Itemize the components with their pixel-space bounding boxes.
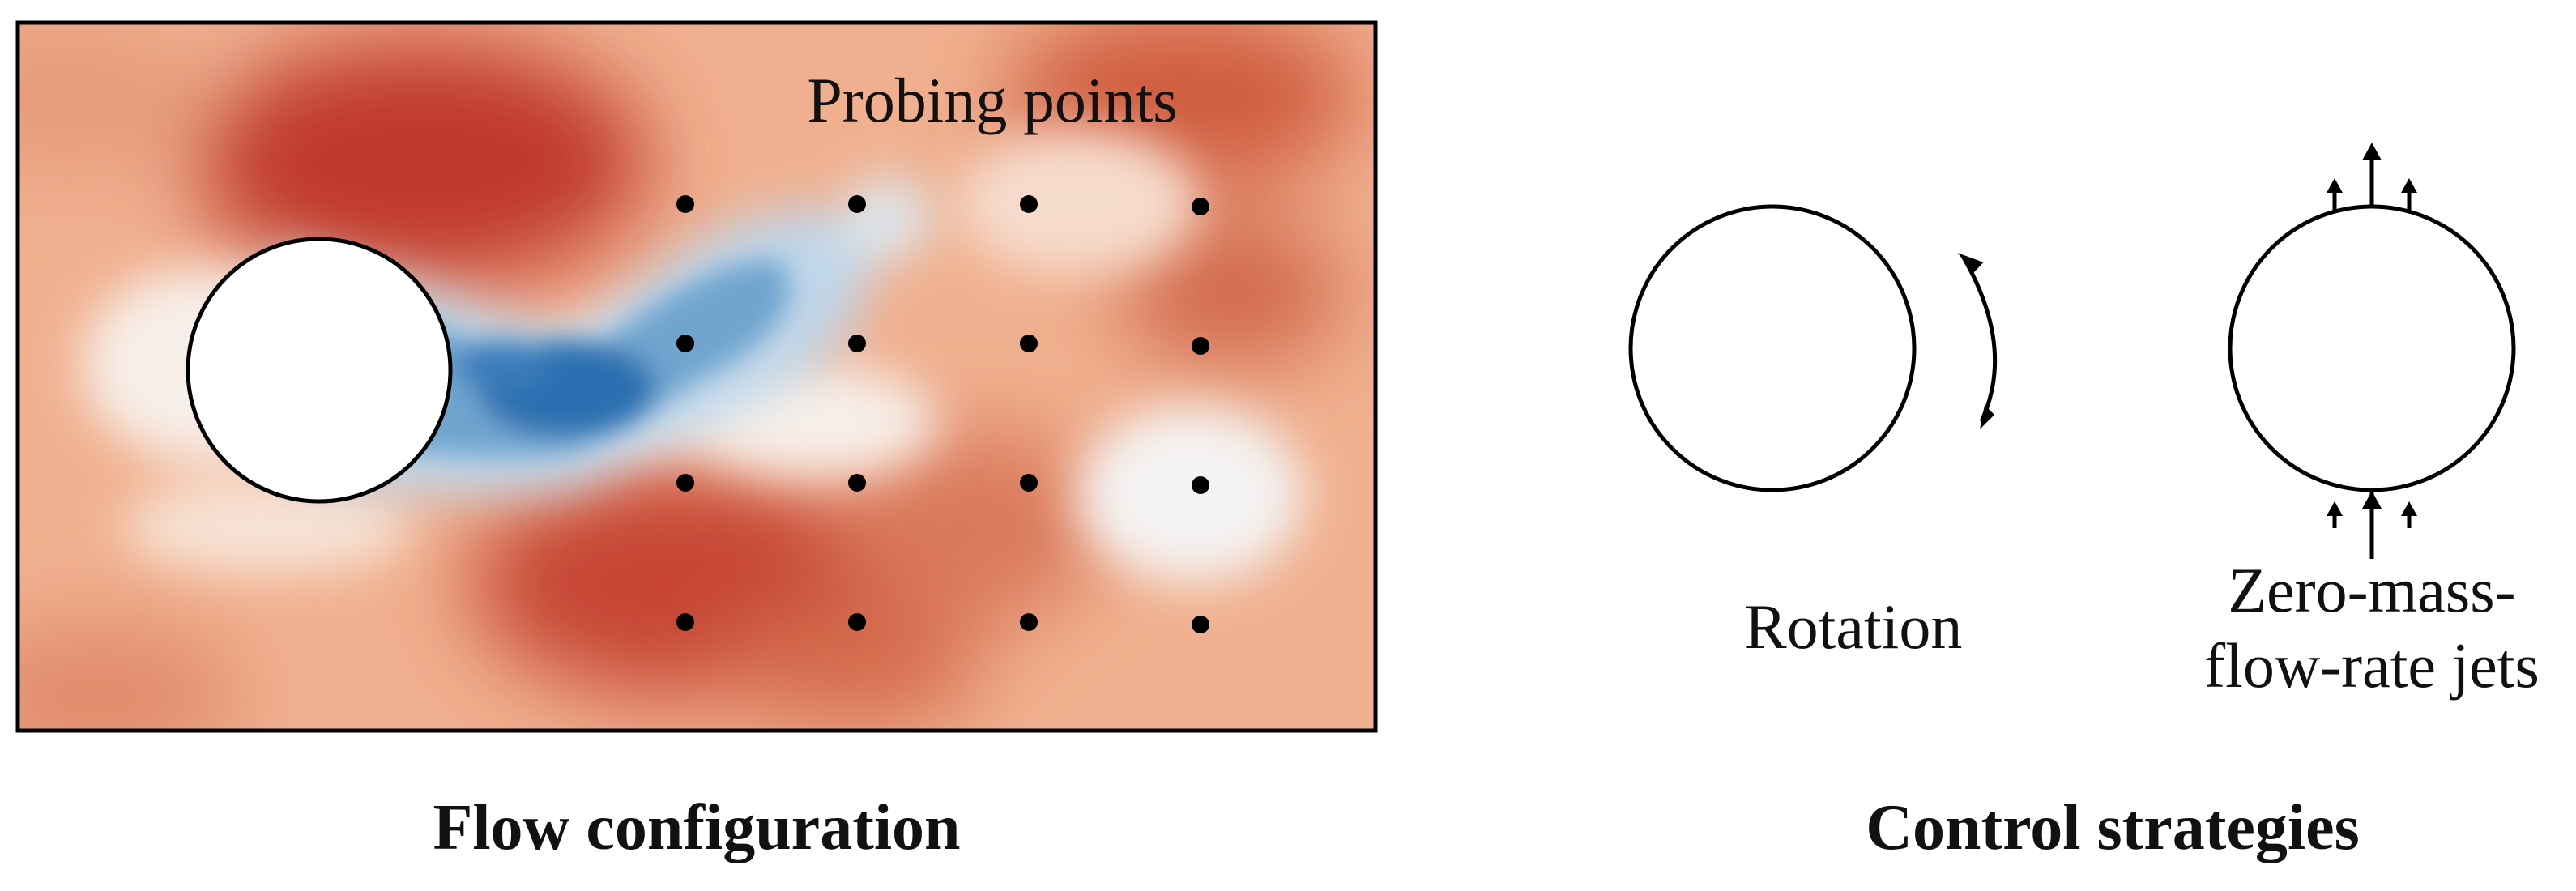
probe-point [848,335,866,352]
probe-point [848,613,866,631]
probe-point [1192,476,1209,494]
probe-point [1020,474,1038,492]
probing-points-label: Probing points [807,65,1177,135]
flow-configuration-caption: Flow configuration [433,792,960,863]
rotation-cylinder [1628,204,1917,492]
jets-label-line2: flow-rate jets [2204,630,2540,701]
probe-grid [676,195,1209,633]
jets-cylinder [2228,204,2516,492]
control-strategies-panel: Rotation Zero-mass- flow-rate jets [1628,143,2540,701]
probe-point [1020,613,1038,631]
probe-point [676,335,694,352]
velocity-field [18,23,1375,731]
probe-point [848,474,866,492]
flow-configuration-panel: Probing points [15,20,1378,733]
probe-point [676,613,694,631]
probe-point [676,195,694,213]
rotation-label: Rotation [1745,591,1963,662]
probe-point [1020,195,1038,213]
control-strategies-caption: Control strategies [1866,792,2360,863]
probe-point [848,195,866,213]
probe-point [676,474,694,492]
probe-point [1020,335,1038,352]
probe-point [1192,337,1209,355]
flow-domain-border [15,20,1378,733]
curved-double-arrow-icon [1957,253,1998,429]
cylinder [186,237,453,504]
probe-point [1192,198,1209,215]
jets-label-line1: Zero-mass- [2228,555,2515,625]
jet-arrows-icon [2327,143,2417,559]
probe-point [1192,616,1209,633]
